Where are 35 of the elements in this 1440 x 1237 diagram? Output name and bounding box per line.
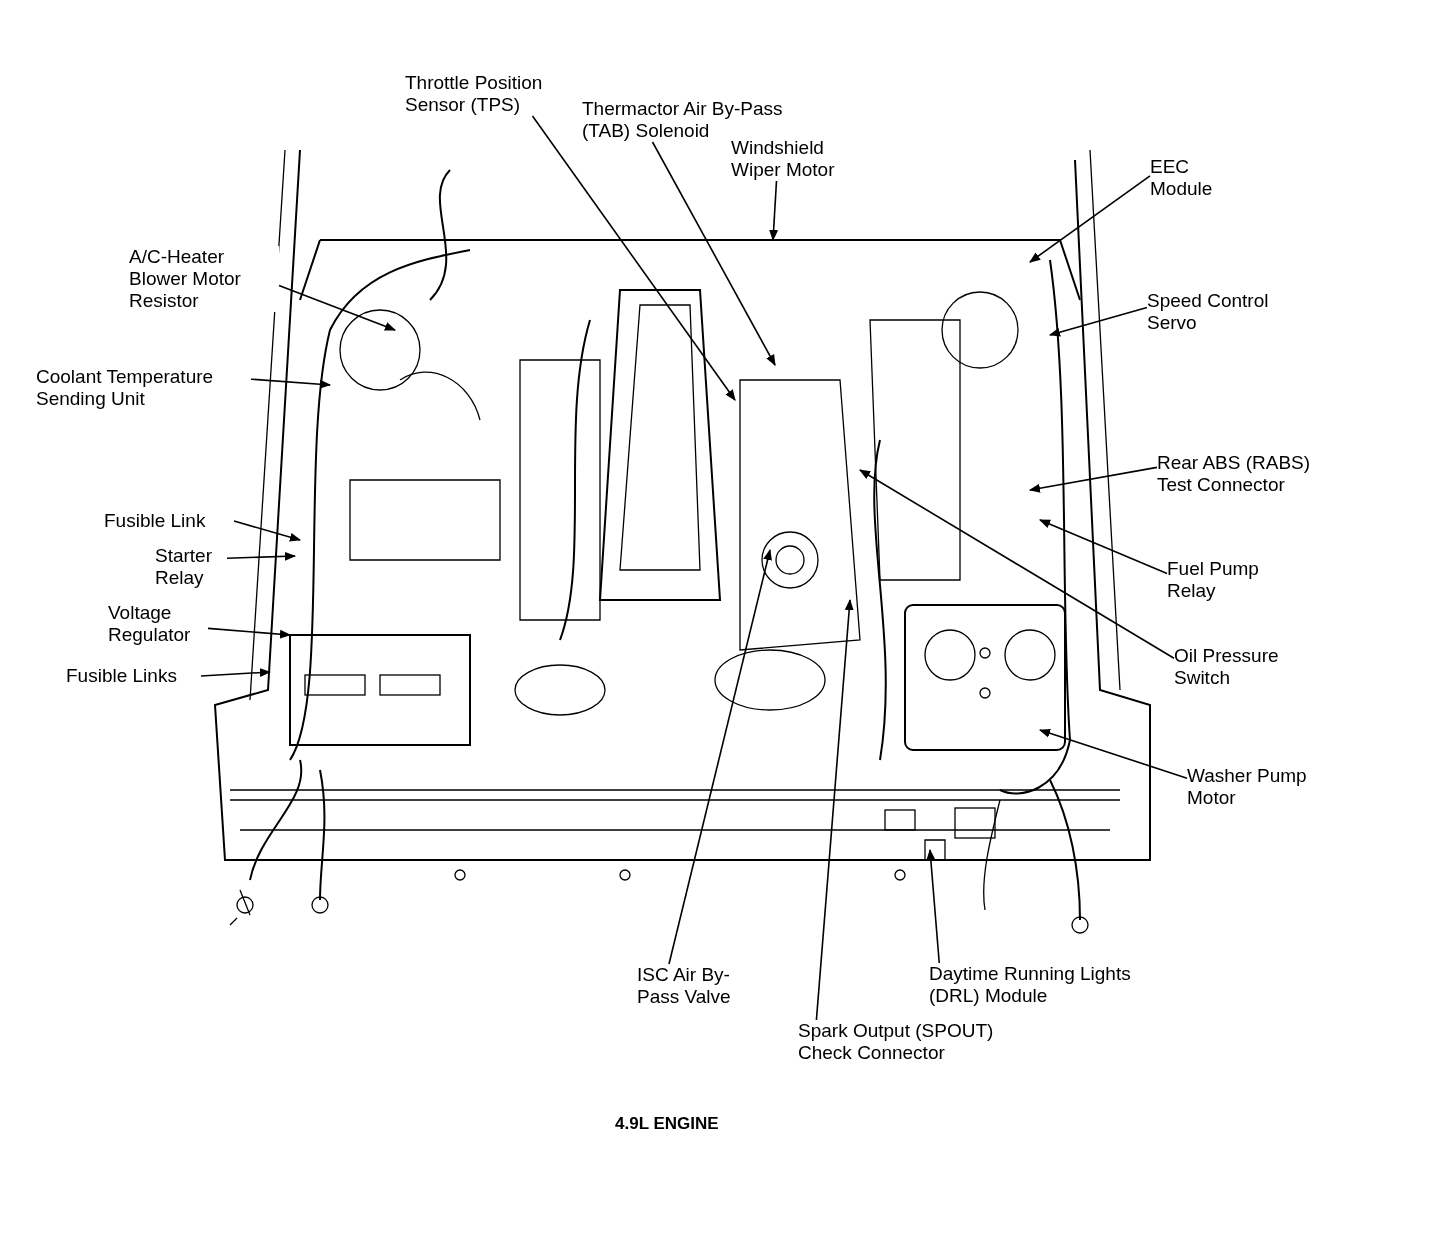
leader-line [1048, 306, 1148, 337]
part-label: Fuel Pump Relay [1167, 558, 1260, 602]
leader-line [769, 180, 779, 242]
leader-line [859, 469, 1175, 659]
leader-line [207, 627, 292, 639]
part-label: Voltage Regulator [108, 602, 192, 646]
leader-line [1029, 175, 1151, 263]
leader-line [926, 848, 941, 964]
part-label: Starter Relay [155, 545, 214, 589]
part-label: Fusible Links [66, 665, 178, 687]
part-label: Rear ABS (RABS) Test Connector [1157, 452, 1312, 496]
leader-line [250, 378, 332, 389]
part-label: Fusible Link [104, 510, 207, 532]
leader-line [1038, 728, 1188, 779]
part-label: ISC Air By-Pass Valve [637, 964, 732, 1008]
part-label: Spark Output (SPOUT) Check Connector [798, 1020, 995, 1064]
part-label: Speed Control Servo [1147, 290, 1270, 334]
leader-line [531, 115, 736, 401]
part-label: Coolant Temperature Sending Unit [36, 366, 215, 410]
part-label: Oil Pressure Switch [1174, 645, 1280, 689]
part-label: Daytime Running Lights (DRL) Module [929, 963, 1132, 1007]
leader-line [200, 668, 272, 678]
diagram-caption: 4.9L ENGINE [615, 1113, 719, 1135]
part-label: A/C-Heater Blower Motor Resistor [129, 246, 242, 312]
leader-line [651, 141, 776, 366]
leader-line [1028, 466, 1158, 493]
leader-line [278, 284, 397, 331]
leader-line [226, 551, 297, 561]
part-label: EEC Module [1150, 156, 1214, 200]
leader-line [233, 520, 302, 542]
leader-line [1038, 519, 1168, 575]
leader-line [668, 548, 772, 965]
leader-line [815, 598, 854, 1021]
part-label: Washer Pump Motor [1187, 765, 1308, 809]
part-label: Throttle Position Sensor (TPS) [405, 72, 544, 116]
